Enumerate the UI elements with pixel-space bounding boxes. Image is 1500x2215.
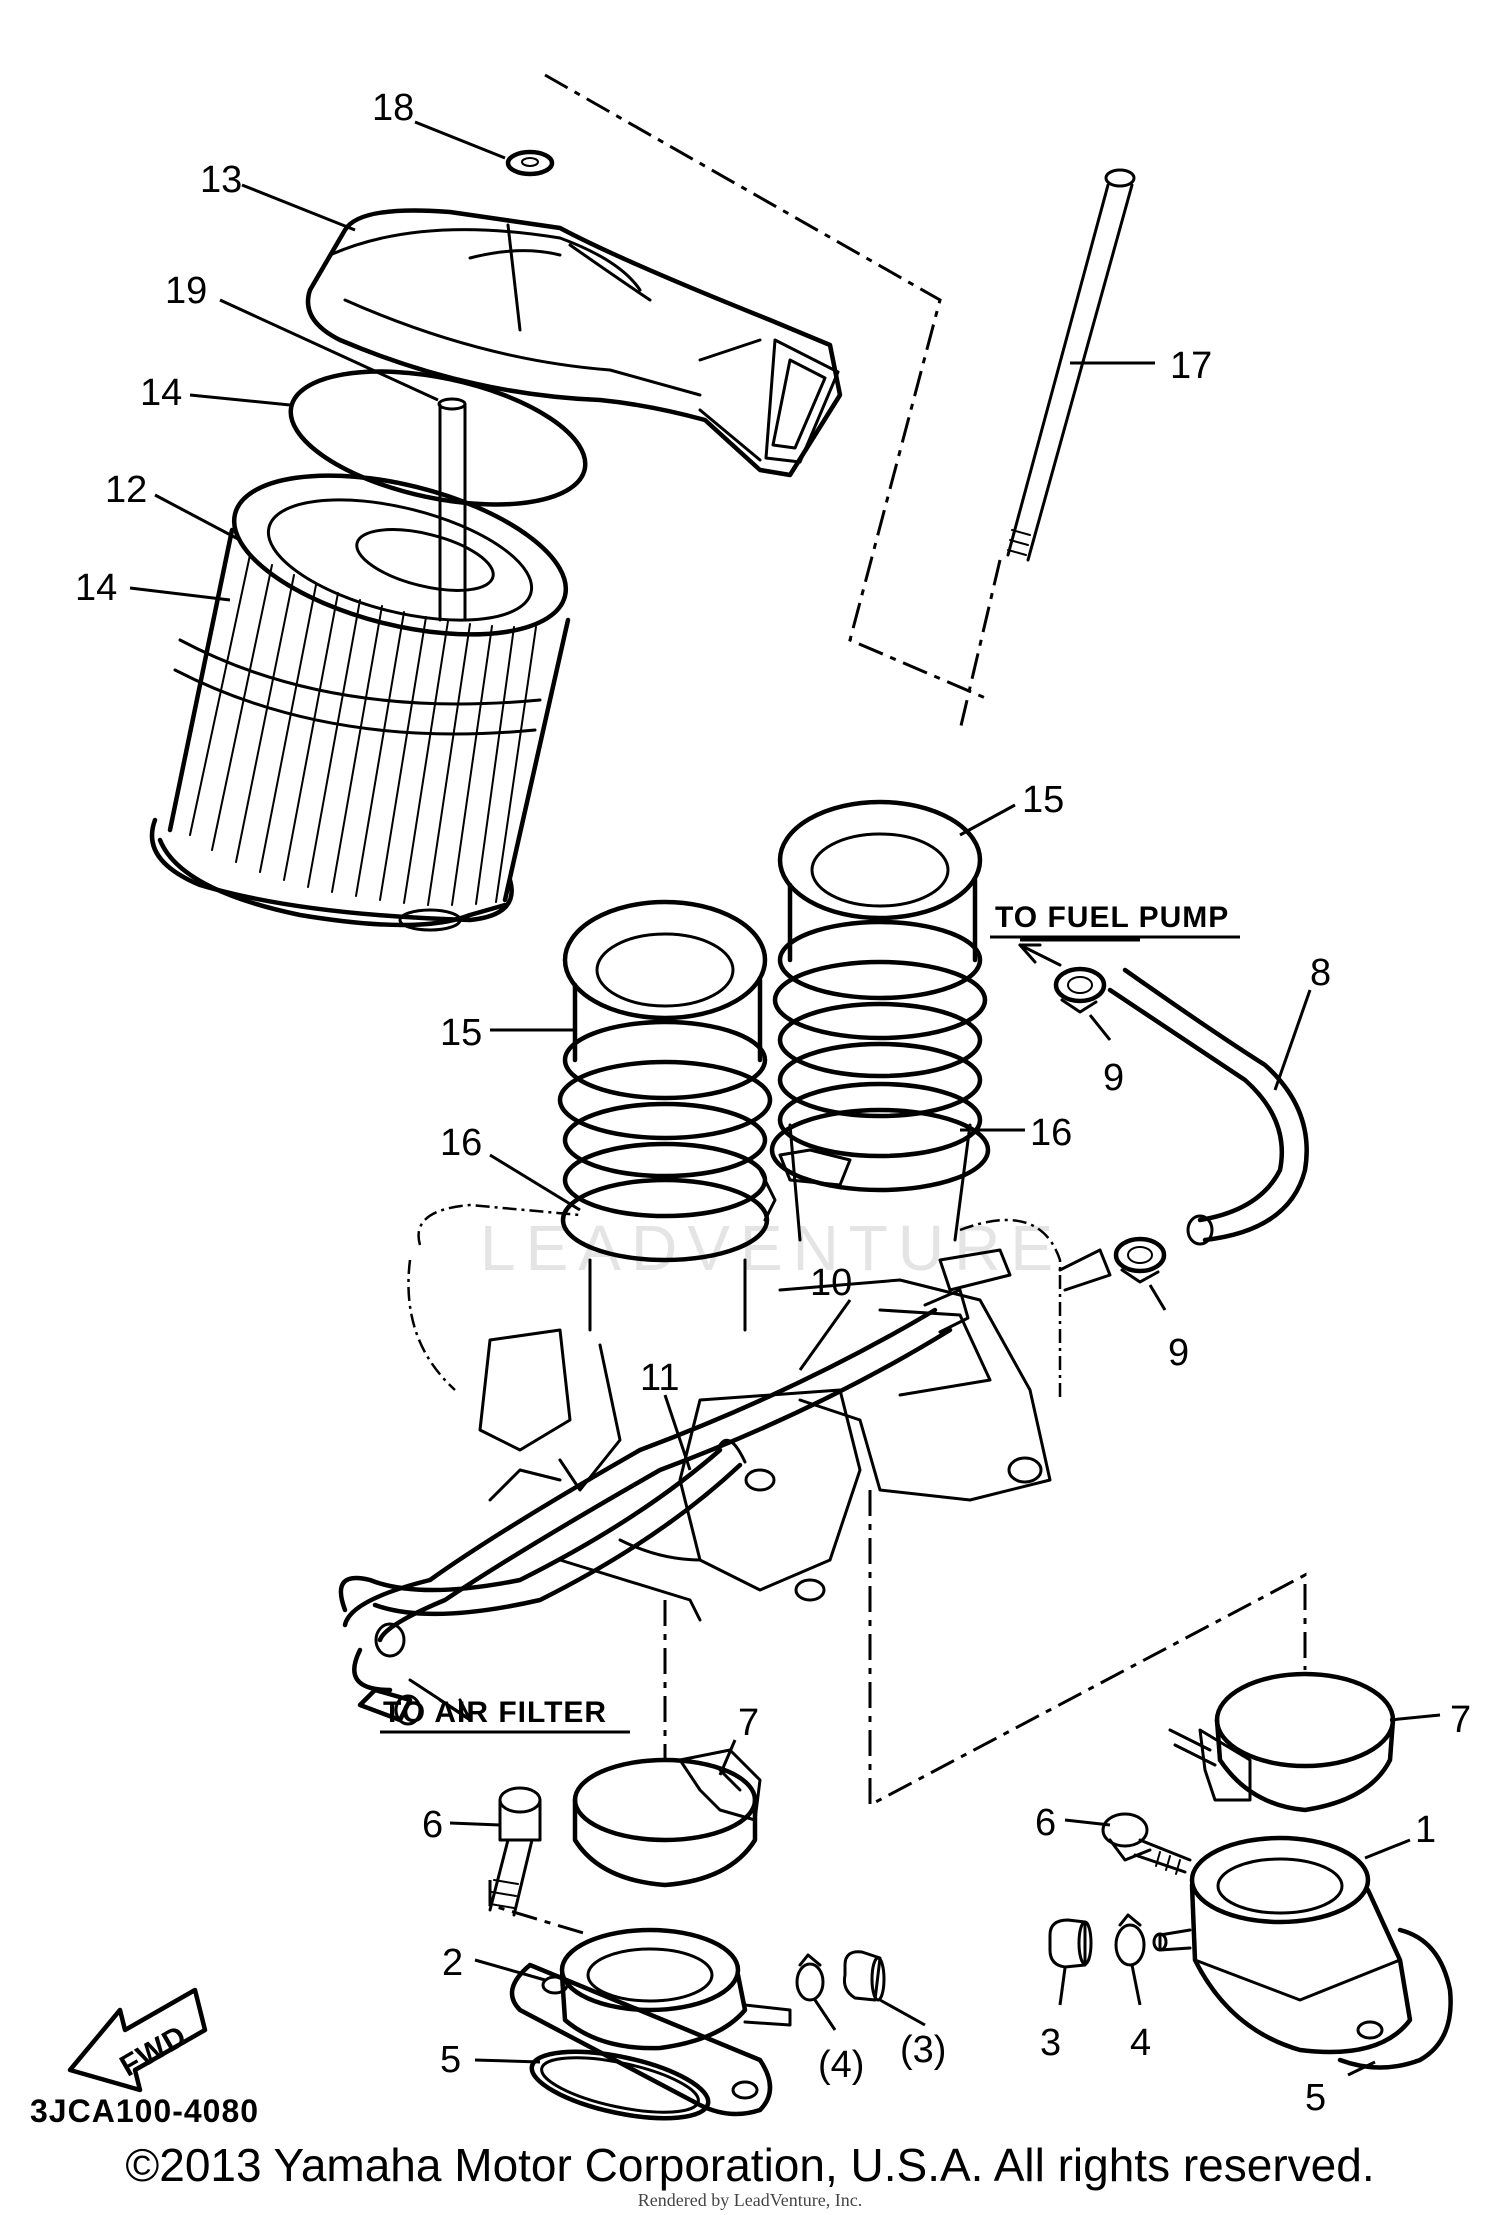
callout-10: 10 [810,1262,852,1304]
cap-3 [1048,1918,1093,1969]
callout-19: 19 [165,270,207,312]
bolt-6-left [488,1786,542,1917]
callout-15-right: 15 [1022,779,1064,821]
callout-14-top: 14 [140,372,182,414]
callout-6-right: 6 [1035,1802,1056,1844]
callout-numbers: 18 13 19 14 12 14 17 15 15 16 16 8 9 9 1… [75,87,1471,2119]
rod-19 [437,397,467,622]
callout-16-left: 16 [440,1122,482,1164]
o-ring-5-left-inner [540,2056,700,2114]
callout-14-bottom: 14 [75,567,117,609]
to-air-filter-label: TO AIR FILTER [383,1696,607,1729]
callout-11: 11 [640,1357,679,1399]
callout-6-left: 6 [422,1804,443,1846]
joint-clamp-7-left [572,1748,762,1888]
rendered-by-notice: Rendered by LeadVenture, Inc. [637,2190,863,2210]
o-ring-5-right [1337,1927,1453,2070]
carburetor-assembly [407,1203,1112,1622]
clip-4-paren [795,1953,825,2002]
callout-7-right: 7 [1450,1699,1471,1741]
hose-clamp-16-right [769,1107,991,1193]
to-fuel-pump-arrow [1018,943,1062,967]
boot-right [772,919,988,1242]
copyright-notice: ©2013 Yamaha Motor Corporation, U.S.A. A… [125,2139,1375,2191]
callout-5-right: 5 [1305,2077,1326,2119]
callout-8: 8 [1310,952,1331,994]
callout-13: 13 [200,159,242,201]
grommet-18-hole [521,157,539,167]
clip-4 [1114,1913,1146,1967]
callout-16-right: 16 [1030,1112,1072,1154]
callout-3-paren: (3) [900,2029,946,2071]
leader-lines [129,120,1441,2077]
fwd-arrow-icon: FWD [67,1987,208,2093]
callout-9-top: 9 [1103,1057,1124,1099]
bolt-17 [1006,168,1136,562]
callout-4-paren: (4) [818,2044,864,2086]
cap-3-paren [843,1950,886,2002]
air-funnel-15-left [562,899,768,1063]
callout-3: 3 [1040,2022,1061,2064]
callout-5-left: 5 [440,2039,461,2081]
callout-17: 17 [1170,345,1212,387]
o-ring-5-left [529,2049,711,2121]
boot-left [557,1019,773,1332]
o-ring-14-top [288,369,588,507]
callout-7-left: 7 [738,1702,759,1744]
watermark: LEADVENTURE [480,1212,1063,1284]
filter-element-12 [149,473,571,932]
callout-12: 12 [105,469,147,511]
bolt-6-right [1101,1812,1192,1875]
filter-cover-13 [305,208,843,478]
assembly-line-cover [544,73,991,702]
joint-clamp-7-right [1168,1671,1396,1813]
assembly-line-bolt-17 [958,559,1002,731]
vent-hose-10 [342,1288,970,1658]
to-fuel-pump-label: TO FUEL PUMP [995,901,1229,934]
part-code: 3JCA100-4080 [30,2093,259,2129]
callout-1: 1 [1415,1809,1436,1851]
callout-18: 18 [372,87,414,129]
to-air-filter-arrow [408,1678,472,1722]
assembly-line-right-joint [868,1490,1307,1808]
fuel-hose-8 [1107,967,1309,1246]
carburetor-joint-2 [509,1927,792,2117]
air-funnel-15-right [777,799,983,963]
carburetor-joint-1 [1152,1835,1413,2055]
callout-15-left: 15 [440,1012,482,1054]
hose-clip-9-top [1053,966,1107,1014]
callout-9-bottom: 9 [1168,1332,1189,1374]
hose-clamp-16-left [560,1168,777,1263]
callout-2: 2 [442,1942,463,1984]
hose-clip-9-bottom [1113,1236,1167,1284]
grommet-18 [505,149,555,177]
vent-hose-11 [338,1438,747,1726]
callout-4: 4 [1130,2022,1151,2064]
